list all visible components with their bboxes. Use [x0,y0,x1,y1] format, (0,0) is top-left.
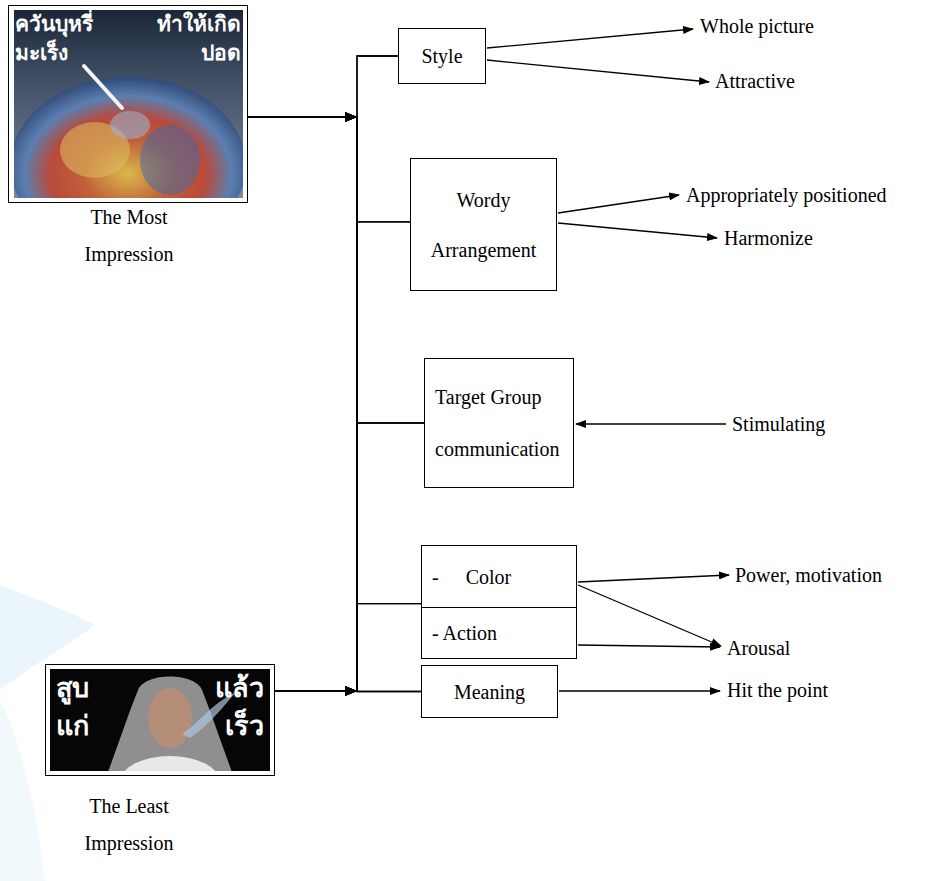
box-label: - Color [432,565,511,589]
poster-caption: The Least Impression [59,788,199,862]
poster-slogan: ควันบุหรี่ [15,10,93,38]
bracket-connector [275,56,398,696]
box-label: Wordy Arrangement [419,175,548,275]
watermark-swoosh [0,700,45,881]
poster-frame: สูบแล้วแก่เร็วThe Least Impression [45,664,275,776]
poster-slogan: ปอด [201,39,241,67]
leader-arrow [576,423,726,424]
arrow-head [345,686,357,696]
arrow-head [345,686,357,696]
leader-arrow [558,195,679,213]
outcome-label: Harmonize [724,225,813,251]
connector-line [275,423,424,691]
lung-picture [14,77,243,198]
arrow-head [345,112,357,122]
shirt-shape [120,756,220,771]
poster-slogan: มะเร็ง [15,39,68,67]
connector-line [248,117,410,222]
arrow-head [345,686,357,696]
arrow-head [345,112,357,122]
arrow-head [345,686,357,696]
arrow-head [345,112,357,122]
outcome-label: Appropriately positioned [686,182,887,208]
poster-slogan: แก่ [56,709,89,743]
arrow-head [345,112,357,122]
outcome-label: Hit the point [727,677,828,703]
poster-slogan: ทำให้เกิด [157,10,241,38]
criterion-box: Target Group communication [424,358,574,488]
leader-arrow [487,29,693,48]
outcome-label: Stimulating [732,411,825,437]
lung-patch [140,125,200,195]
bracket-connector [248,112,410,222]
leader-arrow [559,690,720,691]
bracket-connector [248,112,421,604]
criterion-box: Wordy Arrangement [410,158,557,291]
arrow-head [345,112,357,122]
leader-arrow [558,223,717,238]
leader-arrow [578,645,720,647]
connector-line [248,117,421,604]
box-label: Style [421,44,462,68]
criterion-box: - Action [421,607,577,659]
outcome-label: Whole picture [700,13,814,39]
criterion-box: - Color [421,545,577,608]
leader-arrow [578,575,729,582]
arrow-head [345,686,357,696]
connector-line [275,604,421,691]
outcome-label: Attractive [715,68,795,94]
bracket-connector [275,604,421,696]
bracket-connector [275,423,424,696]
poster-ground [50,669,270,771]
outcome-label: Power, motivation [735,562,882,588]
box-label: - Action [432,621,497,645]
poster-slogan: แล้ว [215,671,264,705]
face-shape [148,688,192,748]
connector-line [275,222,410,691]
poster-illustration [50,669,270,808]
poster-frame: ควันบุหรี่ทำให้เกิดมะเร็งปอดThe Most Imp… [8,5,248,203]
criterion-box: Style [398,28,486,84]
outcome-label: Arousal [727,635,790,661]
connector-line [248,56,398,117]
lung-patch [110,111,150,139]
bracket-connector [275,686,421,696]
cigarette-line [84,66,122,108]
bracket-connector [248,56,398,122]
criterion-box: Meaning [421,665,558,718]
poster-caption: The Most Impression [59,199,199,273]
box-label: Target Group communication [435,371,565,475]
poster-slogan: เร็ว [225,709,264,743]
bracket-connector [248,112,424,423]
leader-arrow [487,60,709,82]
connector-line [248,117,421,691]
poster-slogan: สูบ [56,671,89,705]
bracket-connector [248,112,421,691]
connector-line [248,117,424,423]
box-label: Meaning [454,680,525,704]
lung-shape [14,77,243,198]
bracket-connector [275,222,410,696]
connector-line [275,56,398,691]
leader-arrow [578,585,721,646]
